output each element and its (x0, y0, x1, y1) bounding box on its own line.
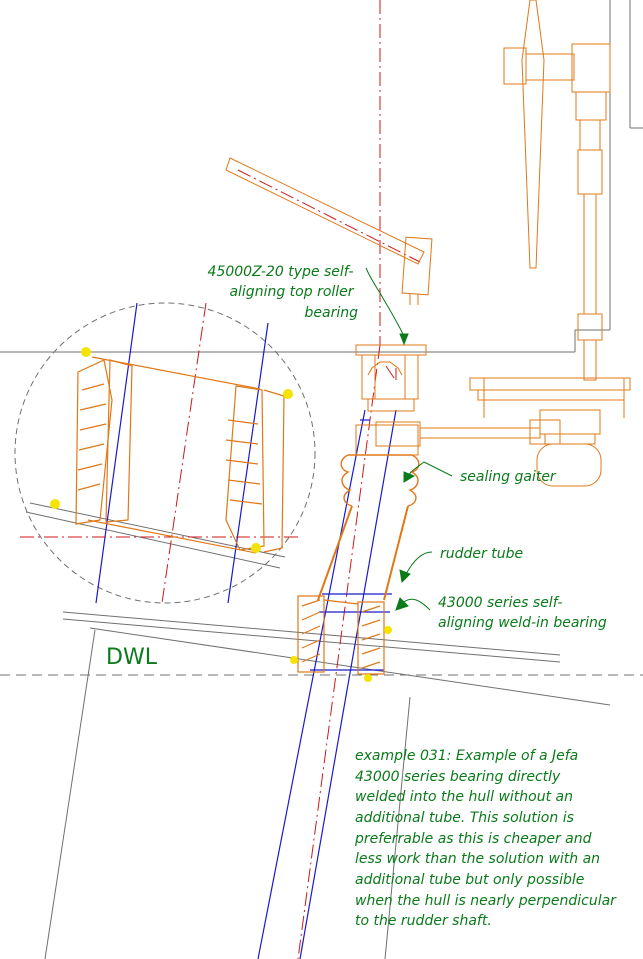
arrow-top-bearing-icon (399, 333, 409, 346)
label-weld-in-bearing: 43000 series self- aligning weld-in bear… (438, 595, 607, 631)
arrow-sealing-gaiter-icon (403, 471, 416, 483)
rudder-stock (257, 409, 397, 959)
leader-weld-in-bearing (403, 598, 431, 611)
weld-points (290, 626, 392, 682)
sealing-gaiter (340, 454, 420, 507)
label-dwl: DWL (106, 645, 158, 670)
leader-sealing-gaiter (407, 461, 453, 477)
label-rudder-tube: rudder tube (440, 546, 523, 562)
rudder-tube (317, 505, 409, 601)
leader-rudder-tube (405, 551, 433, 575)
leader-top-bearing (365, 267, 405, 337)
detail-view (14, 302, 316, 604)
leader-lines (365, 267, 453, 611)
weld-in-bearing (297, 595, 385, 675)
label-top-bearing: 45000Z-20 type self- aligning top roller… (208, 264, 359, 321)
label-sealing-gaiter: sealing gaiter (460, 469, 557, 485)
autopilot-linkage (375, 377, 631, 487)
emergency-tiller (225, 157, 433, 305)
rudder-axis-centreline (237, 0, 421, 959)
arrow-rudder-tube-icon (399, 569, 411, 584)
explanatory-note: example 031: Example of a Jefa 43000 ser… (354, 748, 620, 929)
steering-column (503, 0, 611, 381)
arrow-weld-in-bearing-icon (395, 597, 409, 611)
